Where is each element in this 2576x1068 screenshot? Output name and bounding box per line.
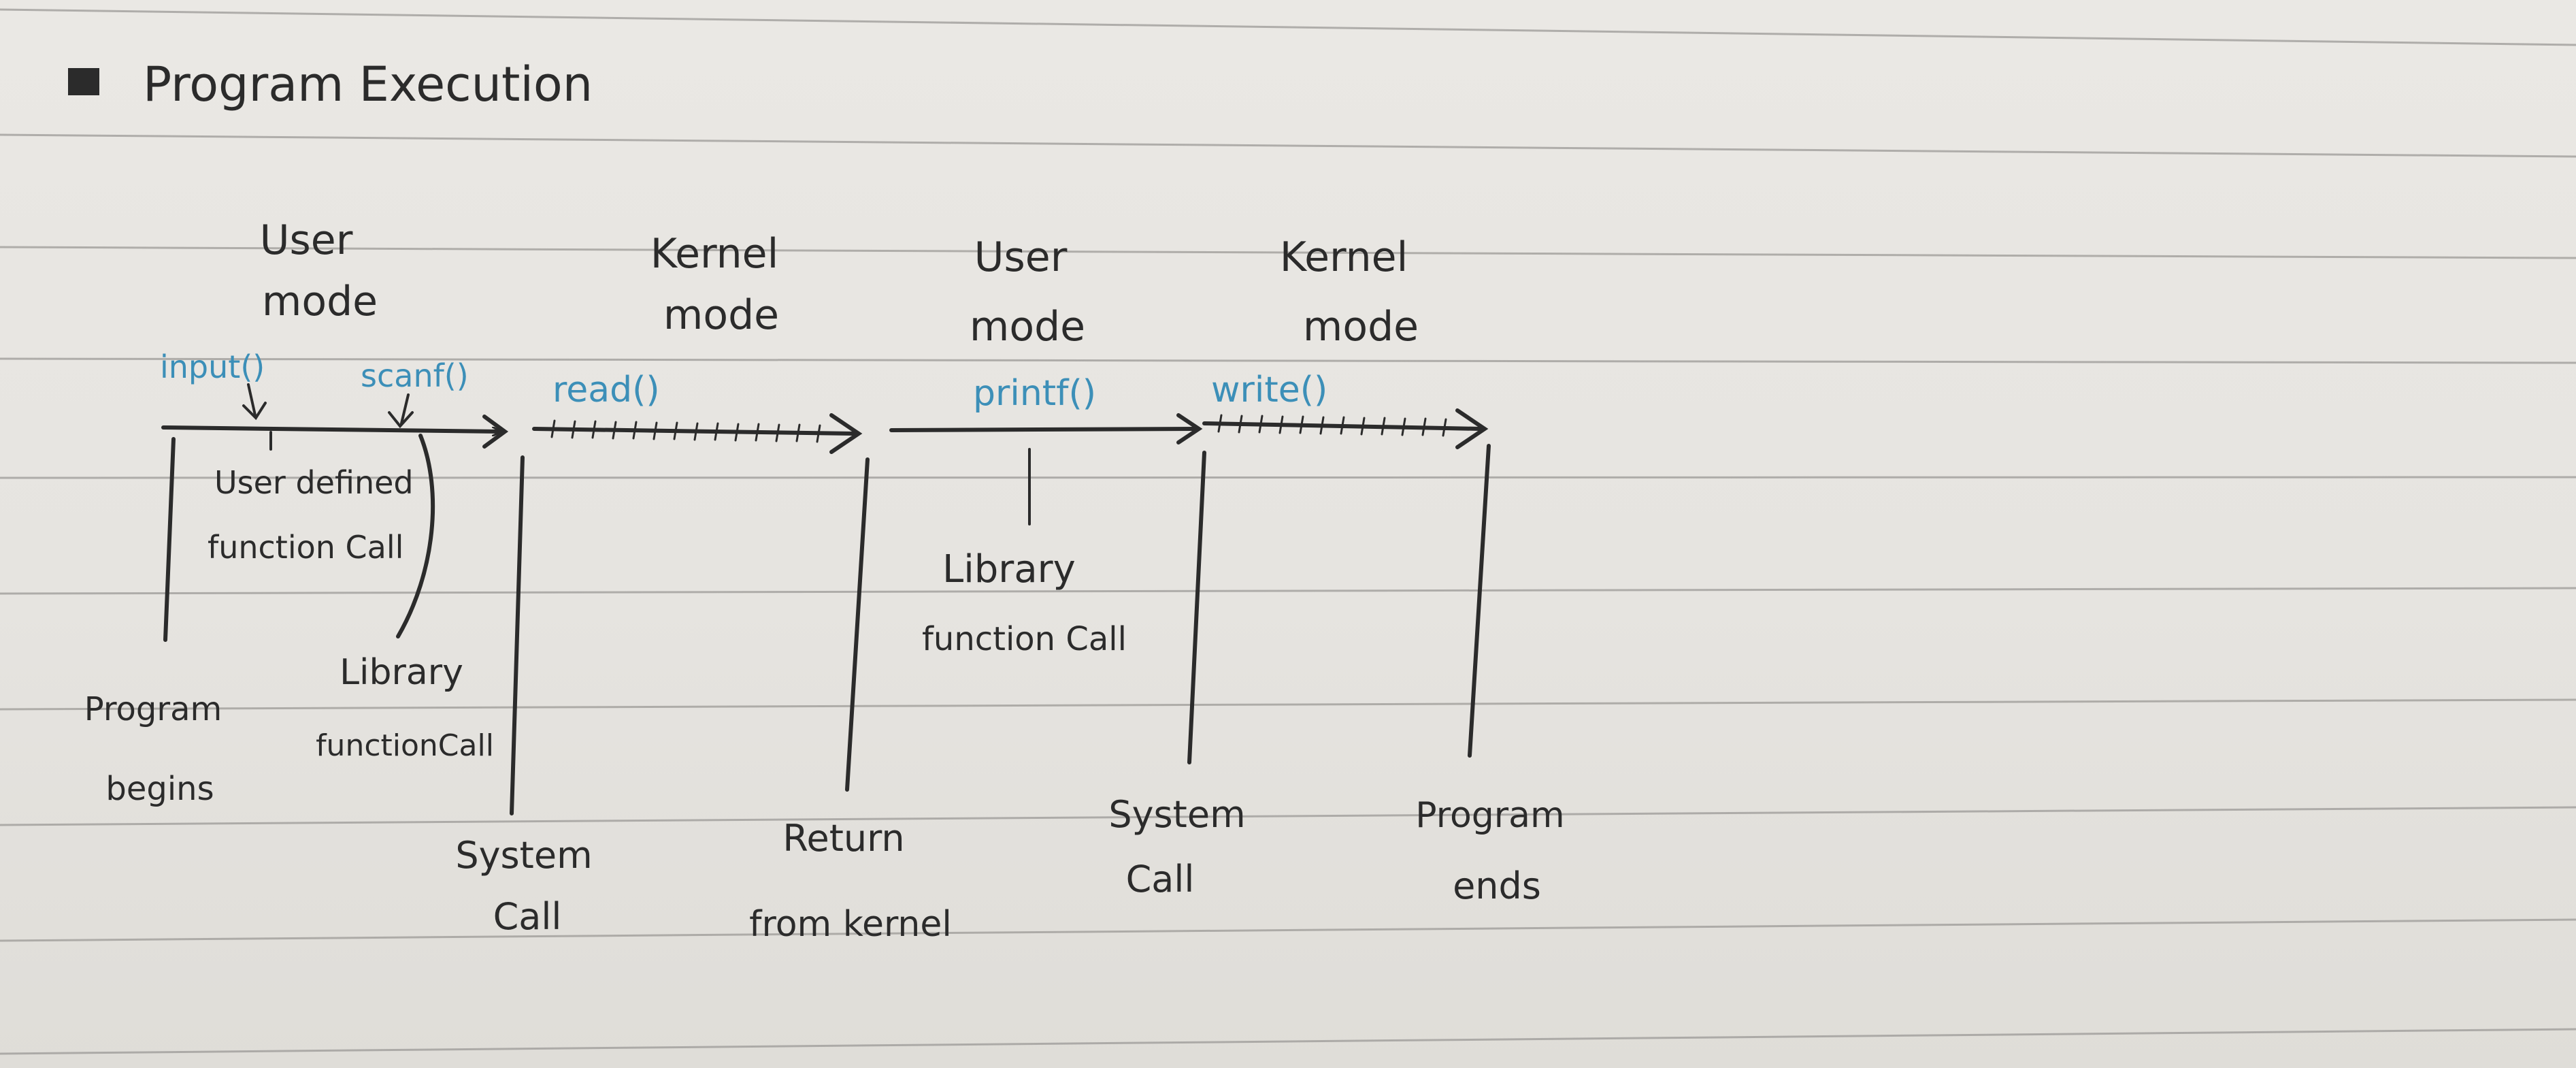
- rule-line: [0, 1028, 2576, 1055]
- program-ends-label-line1: Program: [1415, 795, 1564, 836]
- program-ends-label-line2: ends: [1453, 864, 1541, 907]
- program-ends-line: [1468, 444, 1491, 758]
- bullet-square-icon: [68, 68, 99, 95]
- mode-label-user-2-line1: User: [974, 233, 1068, 281]
- mode-label-user-2-line2: mode: [970, 303, 1085, 351]
- mode-label-kernel-1-line1: Kernel: [650, 230, 779, 278]
- return-from-kernel-line: [845, 457, 870, 792]
- user-mode-arrow-1: [161, 425, 502, 432]
- system-call-line-1: [510, 455, 525, 815]
- program-begins-label-line1: Program: [84, 690, 222, 728]
- library-call-2-label-line1: Library: [942, 547, 1076, 592]
- rule-line: [0, 806, 2576, 826]
- call-label-input: input(): [160, 349, 265, 385]
- return-label-line1: Return: [782, 817, 904, 860]
- chevron-down-icon: [388, 411, 414, 429]
- rule-line: [0, 698, 2576, 711]
- call-label-scanf: scanf(): [361, 357, 469, 394]
- system-call-2-label-line2: Call: [1126, 858, 1195, 901]
- system-call-line-2: [1187, 451, 1206, 764]
- system-call-1-label-line1: System: [455, 834, 592, 877]
- library-call-1-label-line2: functionCall: [316, 728, 494, 763]
- rule-line: [0, 587, 2576, 595]
- hatch-marks: [550, 419, 821, 443]
- page-title: Program Execution: [143, 56, 593, 112]
- rule-line: [0, 8, 2576, 46]
- input-pointer: [247, 383, 257, 417]
- rule-line: [0, 133, 2576, 158]
- call-label-read: read(): [552, 370, 660, 410]
- library-call-1-label-line1: Library: [340, 652, 463, 693]
- mode-label-user-1-line1: User: [260, 216, 353, 264]
- library-call-2-label-line2: function Call: [922, 620, 1127, 658]
- kernel-mode-arrow-1: [532, 427, 856, 436]
- rule-line: [0, 918, 2576, 942]
- mode-label-kernel-2-line1: Kernel: [1280, 233, 1408, 281]
- library-call-bracket: [396, 434, 435, 638]
- program-begins-label-line2: begins: [105, 770, 214, 808]
- call-label-write: write(): [1211, 370, 1327, 410]
- program-begins-line: [163, 437, 176, 642]
- return-label-line2: from kernel: [749, 904, 952, 945]
- rule-line: [0, 357, 2576, 364]
- call-label-printf: printf(): [973, 373, 1096, 414]
- arrowhead-icon: [829, 413, 863, 454]
- user-mode-arrow-2: [889, 427, 1196, 432]
- rule-line: [0, 246, 2576, 259]
- system-call-2-label-line1: System: [1108, 793, 1245, 836]
- chevron-down-icon: [242, 402, 267, 421]
- user-defined-label-line1: User defined: [214, 464, 414, 501]
- scanf-pointer: [400, 393, 410, 425]
- mode-label-kernel-1-line2: mode: [663, 291, 779, 339]
- system-call-1-label-line2: Call: [493, 895, 562, 938]
- arrowhead-icon: [482, 415, 509, 449]
- mode-label-user-1-line2: mode: [262, 278, 378, 325]
- mode-label-kernel-2-line2: mode: [1303, 303, 1419, 351]
- hatch-marks: [1217, 414, 1447, 437]
- user-defined-label-line2: function Call: [208, 529, 403, 566]
- arrowhead-icon: [1176, 413, 1203, 444]
- arrowhead-icon: [1455, 408, 1489, 449]
